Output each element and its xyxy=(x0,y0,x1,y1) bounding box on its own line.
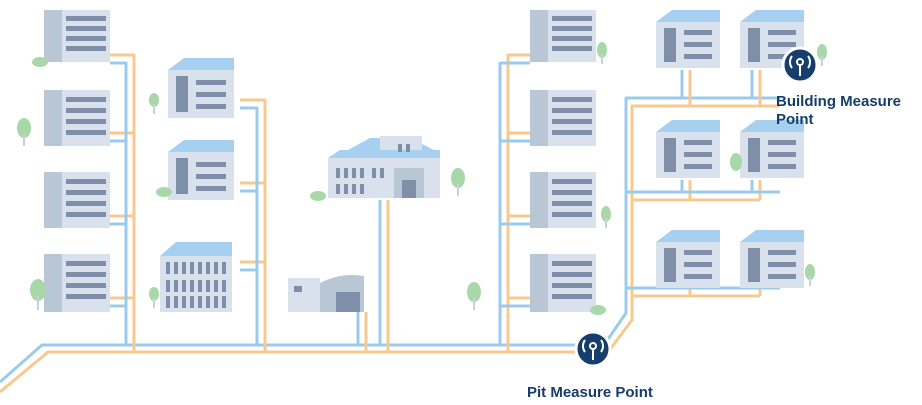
building-measure-point-sensor xyxy=(781,46,819,84)
house-2b xyxy=(168,140,234,200)
house-r1b xyxy=(740,10,804,68)
main-pipe-blue xyxy=(0,96,780,384)
apartment-block-4 xyxy=(44,254,110,312)
main-pipe-orange xyxy=(0,104,780,394)
house-r3a xyxy=(656,230,720,288)
apartment-block-6 xyxy=(530,90,596,146)
tree-icon xyxy=(817,44,827,66)
building-measure-point-label-line1: Building Measure xyxy=(776,93,902,110)
left-col-pipe-orange xyxy=(110,53,136,352)
pipe-network xyxy=(0,53,780,394)
left-col-pipe-blue xyxy=(110,61,128,345)
tree-icon xyxy=(149,287,159,308)
building-measure-point-label-line2: Point xyxy=(776,111,814,128)
apartment-block-1 xyxy=(44,10,110,62)
public-building xyxy=(328,136,440,198)
apartment-block-5 xyxy=(530,10,596,62)
tree-icon xyxy=(451,168,465,196)
tree-icon xyxy=(597,42,607,64)
shop-building xyxy=(288,275,364,312)
apartment-block-2 xyxy=(44,90,110,146)
apartment-block-7 xyxy=(530,172,596,228)
tree-icon xyxy=(805,264,815,286)
pit-measure-point-label: Pit Measure Point xyxy=(527,384,653,401)
house-r1a xyxy=(656,10,720,68)
house-r2a xyxy=(656,120,720,178)
tree-icon xyxy=(30,279,46,310)
house-2a xyxy=(168,58,234,118)
right-col-pipe-orange xyxy=(506,53,530,352)
tree-icon xyxy=(17,118,31,146)
office-building xyxy=(160,242,232,312)
right-col-pipe-blue xyxy=(498,61,530,345)
trees xyxy=(17,42,827,315)
house-r3b xyxy=(740,230,804,288)
pit-measure-point-sensor xyxy=(574,330,612,368)
tree-icon xyxy=(149,93,159,114)
tree-icon xyxy=(467,282,481,310)
house-r2b xyxy=(740,120,804,178)
second-col-pipe-blue xyxy=(240,106,259,345)
tree-icon xyxy=(601,206,611,228)
second-col-pipe-orange xyxy=(240,98,267,352)
apartment-block-3 xyxy=(44,172,110,228)
building-measure-point-label: Building Measure Point xyxy=(776,93,901,129)
apartment-block-8 xyxy=(530,254,596,312)
